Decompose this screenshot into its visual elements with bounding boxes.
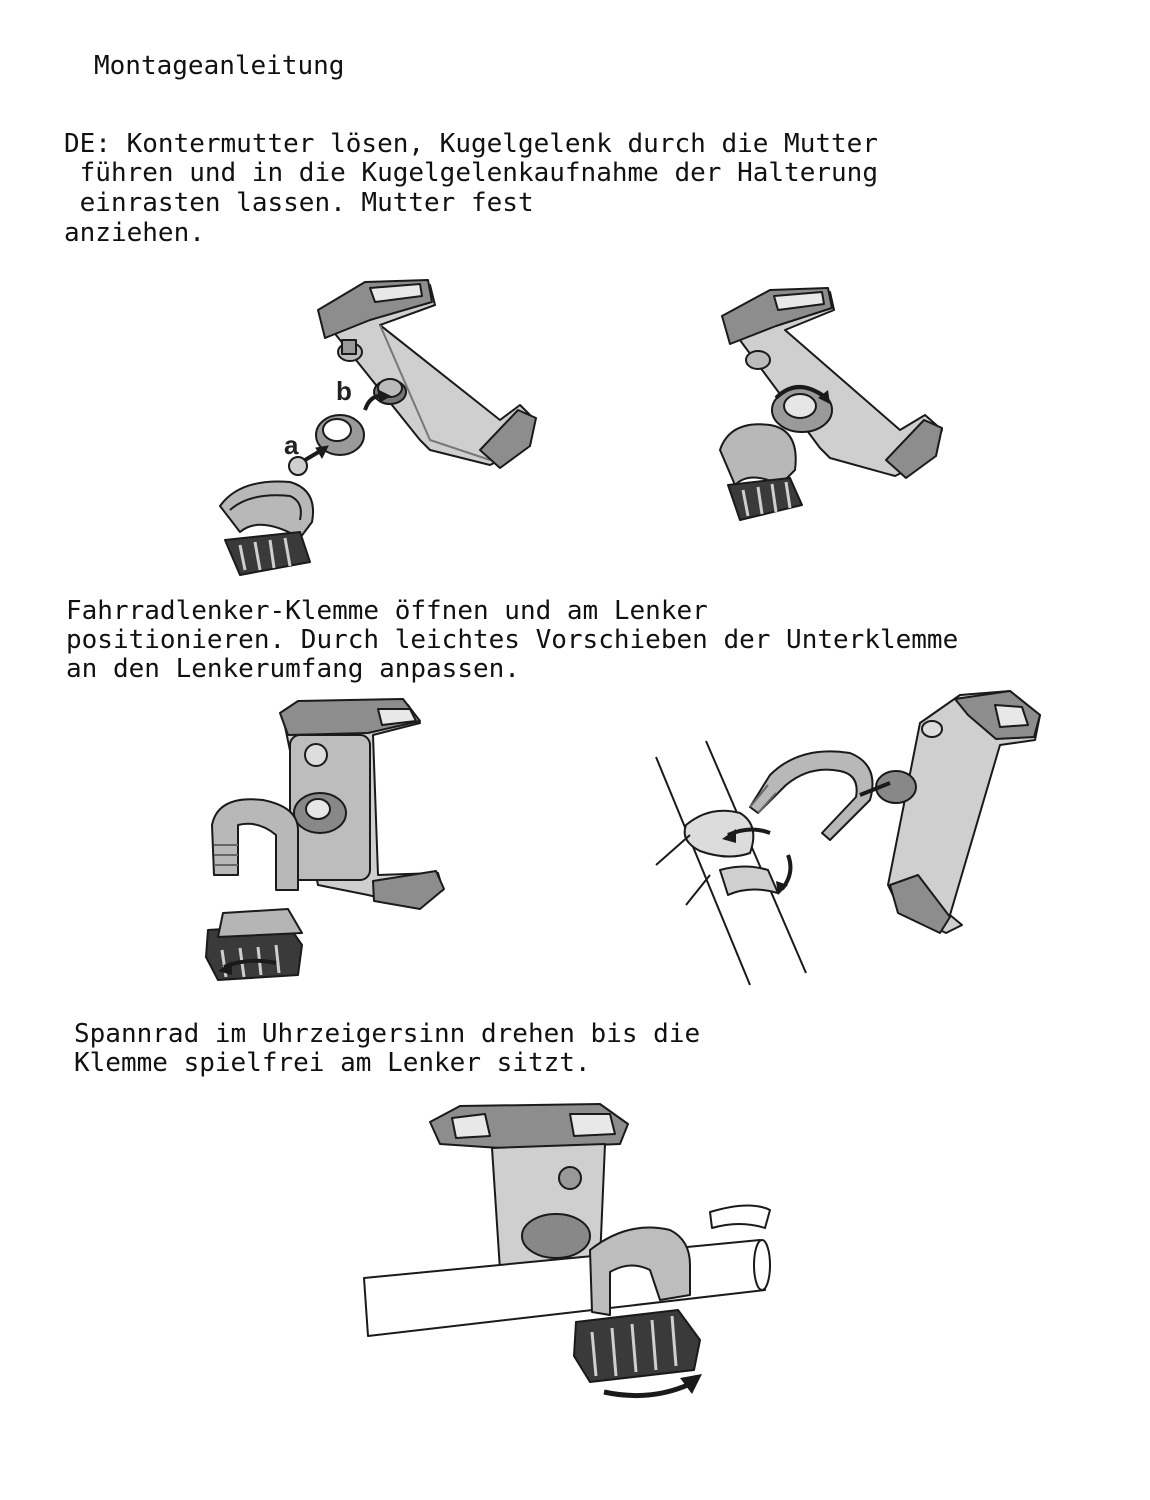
figure-step2-on-handlebar xyxy=(650,685,1070,995)
figure-step1-assembled xyxy=(710,280,970,530)
label-b: b xyxy=(336,376,352,406)
figure-step2-open-clamp xyxy=(198,695,448,995)
step3-line-2: Klemme spielfrei am Lenker sitzt. xyxy=(74,1048,591,1078)
step2-line-2: positionieren. Durch leichtes Vorschiebe… xyxy=(66,625,959,655)
label-a: a xyxy=(284,430,299,460)
step1-line-3: einrasten lassen. Mutter fest xyxy=(64,188,534,218)
step1-line-2: führen und in die Kugelgelenkaufnahme de… xyxy=(64,158,878,188)
document-title: Montageanleitung xyxy=(94,51,345,81)
step2-line-3: an den Lenkerumfang anpassen. xyxy=(66,654,520,684)
figure-step3-tighten xyxy=(360,1100,780,1410)
step1-line-4: anziehen. xyxy=(64,218,205,248)
figure-step1-exploded: a b xyxy=(200,270,560,580)
step1-line-1: DE: Kontermutter lösen, Kugelgelenk durc… xyxy=(64,129,878,159)
step3-line-1: Spannrad im Uhrzeigersinn drehen bis die xyxy=(74,1019,701,1049)
step2-line-1: Fahrradlenker-Klemme öffnen und am Lenke… xyxy=(66,596,708,626)
